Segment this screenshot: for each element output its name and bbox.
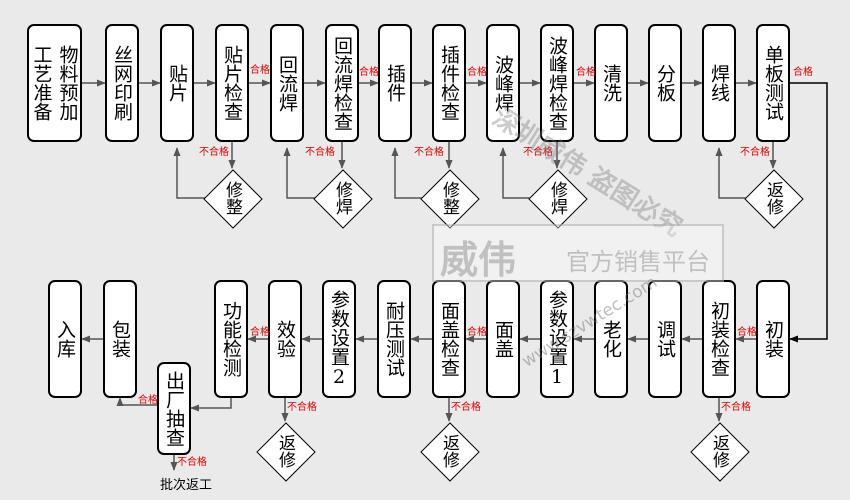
process-step-packaging: 包装: [103, 280, 137, 398]
pass-label: 合格: [467, 327, 487, 338]
flow-arrow-to-packaging: [116, 397, 157, 407]
process-step-cleaning: 清洗: [594, 24, 628, 142]
process-step-param-setting-1: 参数设置1: [540, 280, 574, 398]
rework-return-arrow: [391, 147, 423, 199]
flow-arrow-to-bottom: [789, 82, 828, 343]
fail-label: 不合格: [721, 402, 751, 413]
process-step-cover: 面盖: [486, 280, 520, 398]
process-step-withstand-test: 耐压测试: [377, 280, 411, 398]
process-step-materials-prep: 物料预加 工艺准备: [27, 24, 82, 142]
pass-label: 合格: [250, 327, 270, 338]
diamond-label: 返修: [439, 434, 459, 468]
process-step-reflow: 回流焊: [270, 24, 304, 142]
process-step-wire-soldering: 焊线: [702, 24, 736, 142]
process-step-screen-printing: 丝网印刷: [105, 24, 139, 142]
pass-label: 合格: [737, 327, 757, 338]
process-step-param-setting-2: 参数设置2: [322, 280, 356, 398]
fail-label: 不合格: [305, 147, 335, 158]
process-step-function-test: 功能检测: [214, 280, 248, 398]
process-step-initial-assembly: 初装: [756, 280, 790, 398]
diamond-label: 修整: [222, 181, 242, 215]
process-step-verification: 效验: [268, 280, 302, 398]
fail-label: 不合格: [287, 402, 317, 413]
pass-label: 合格: [793, 67, 813, 78]
rework-return-arrow: [715, 147, 747, 199]
fail-label: 不合格: [523, 147, 553, 158]
process-step-depaneling: 分板: [648, 24, 682, 142]
diamond-label: 修焊: [547, 181, 567, 215]
rework-return-arrow: [283, 147, 316, 199]
process-step-insertion: 插件: [378, 24, 412, 142]
pass-label: 合格: [576, 67, 596, 78]
process-step-aging: 老化: [594, 280, 628, 398]
diamond-label: 返修: [709, 434, 729, 468]
fail-label: 不合格: [177, 457, 207, 468]
process-step-cover-inspection: 面盖检查: [432, 280, 466, 398]
batch-rework-label: 批次返工: [160, 478, 213, 493]
process-step-smt-inspection: 贴片检查: [215, 24, 249, 142]
rework-diamond-board-test: 返修: [744, 169, 804, 229]
fail-label: 不合格: [199, 147, 229, 158]
fail-label: 不合格: [451, 402, 481, 413]
process-step-wave-soldering: 波峰焊: [486, 24, 520, 142]
diamond-label: 返修: [275, 434, 295, 468]
rework-diamond-smt: 修整: [203, 169, 263, 229]
process-step-smt: 贴片: [160, 24, 194, 142]
fail-label: 不合格: [414, 147, 444, 158]
rework-diamond-cover-inspection: 返修: [420, 422, 480, 482]
fail-label: 不合格: [740, 147, 770, 158]
process-step-board-test: 单板测试: [756, 24, 790, 142]
rework-diamond-insertion: 修整: [420, 169, 480, 229]
diamond-label: 修整: [439, 181, 459, 215]
pass-label: 合格: [250, 65, 270, 76]
rework-diamond-initial-assembly: 返修: [690, 422, 750, 482]
rework-return-arrow: [499, 147, 531, 199]
process-step-wave-inspection: 波峰焊检查: [540, 24, 574, 142]
process-step-warehousing: 入库: [48, 280, 82, 398]
step-label-col1: 物料预加: [56, 45, 79, 121]
rework-diamond-reflow: 修焊: [313, 169, 373, 229]
process-step-initial-assembly-inspection: 初装检查: [702, 280, 736, 398]
watermark-brand: 威伟: [440, 237, 517, 282]
rework-diamond-wave: 修焊: [528, 169, 588, 229]
diamond-label: 修焊: [332, 181, 352, 215]
process-step-debugging: 调试: [648, 280, 682, 398]
watermark-tagline: 官方销售平台: [566, 248, 710, 276]
pass-label: 合格: [467, 67, 487, 78]
rework-return-arrow: [173, 147, 206, 199]
rework-diamond-verification: 返修: [256, 422, 316, 482]
flow-arrow-to-spot-check: [190, 398, 232, 412]
process-step-factory-spot-check: 出厂抽查: [157, 362, 191, 455]
process-step-reflow-inspection: 回流焊检查: [325, 24, 359, 142]
pass-label: 合格: [359, 67, 379, 78]
watermark-banner: 威伟 官方销售平台: [432, 224, 724, 282]
process-step-insertion-inspection: 插件检查: [432, 24, 466, 142]
diamond-label: 返修: [763, 181, 783, 215]
step-label-col2: 工艺准备: [30, 45, 53, 121]
pass-label: 合格: [138, 395, 158, 406]
